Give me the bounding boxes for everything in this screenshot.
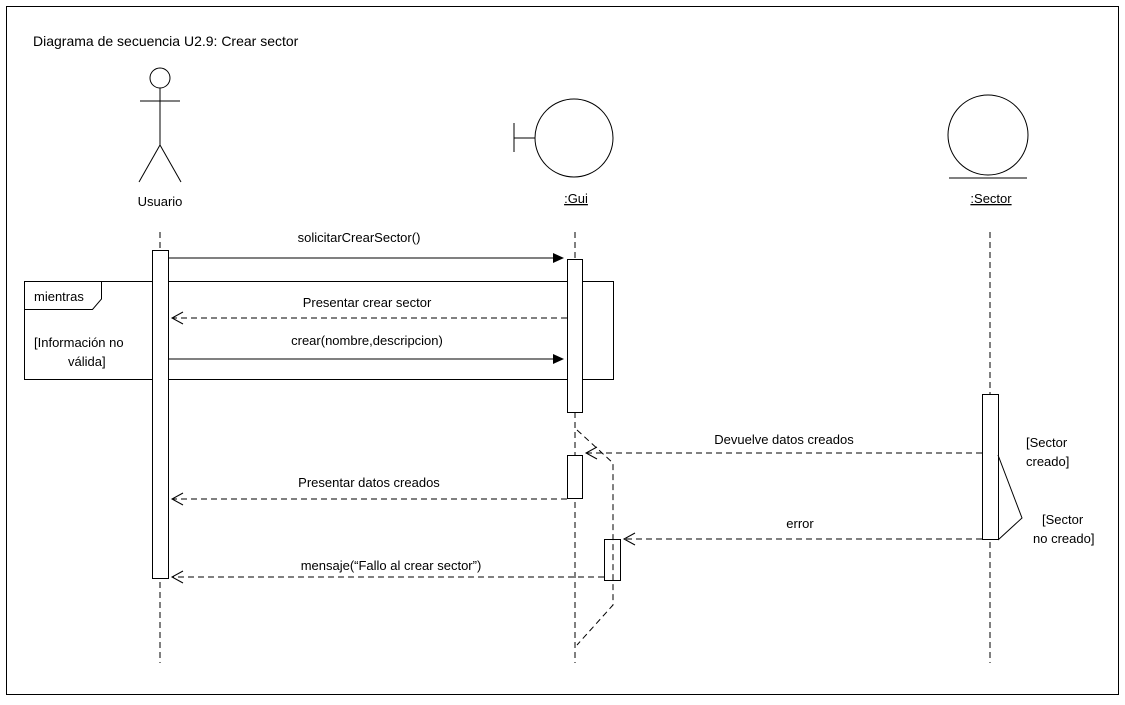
message-3-label: crear(nombre,descripcion) [291,333,443,348]
branch-ok-line2: creado] [1026,454,1069,469]
loop-guard-line1: [Información no [34,335,124,350]
branch-ok-line1: [Sector [1026,435,1068,450]
diagram-title: Diagrama de secuencia U2.9: Crear sector [33,33,299,49]
message-7-label: mensaje(“Fallo al crear sector”) [301,558,482,573]
sector-label: :Sector [970,191,1012,206]
loop-guard-line2: válida] [68,354,106,369]
message-5-label: Presentar datos creados [298,475,440,490]
message-1-arrow [169,253,564,263]
loop-fragment [24,281,614,380]
message-3-arrow [169,354,564,364]
message-6-arrow [622,532,982,546]
usuario-label: Usuario [138,194,183,209]
message-4-arrow [584,446,982,460]
gui-activation-1 [567,259,583,413]
sector-branch-line [997,454,1023,541]
gui-boundary-icon [513,98,614,178]
message-2-label: Presentar crear sector [303,295,432,310]
gui-activation-2 [567,455,583,499]
message-7-arrow [170,570,604,584]
sector-activation [982,394,999,540]
message-2-arrow [170,311,567,325]
message-5-arrow [170,492,567,506]
branch-fail-line2: no creado] [1033,531,1094,546]
message-4-label: Devuelve datos creados [714,432,854,447]
sector-entity-icon [947,94,1029,179]
loop-operator: mientras [34,289,84,304]
message-1-label: solicitarCrearSector() [298,230,421,245]
message-6-label: error [786,516,814,531]
branch-fail-line1: [Sector [1042,512,1084,527]
diagram-frame [6,6,1119,695]
gui-label: :Gui [564,191,588,206]
usuario-actor-icon [138,67,182,183]
usuario-activation [152,250,169,579]
alt-branch-connector [576,429,614,646]
